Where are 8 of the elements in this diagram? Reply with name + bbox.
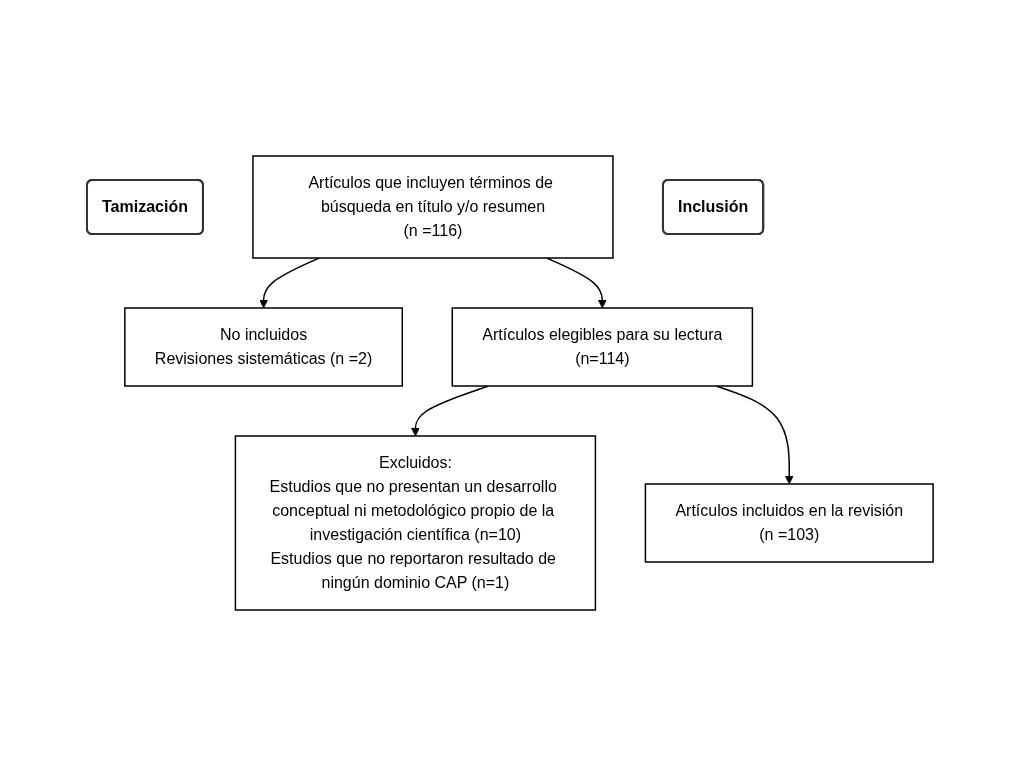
node-box: Excluidos: Estudios que no presentan un desarrollo conceptual ni metodológico propio de la investigación científica (n=10) Estudios que no reportaron resultado de ningún dominio CAP (n=1) xyxy=(235,434,597,611)
node-box: Artículos incluidos en la revisión (n =103) xyxy=(645,482,935,563)
arrow xyxy=(259,256,321,308)
node-box: Artículos que incluyen términos de búsqueda en título y/o resumen (n =116) xyxy=(252,154,615,259)
arrow xyxy=(715,384,795,484)
node-box: No incluidos Revisiones sistemáticas (n =2) xyxy=(124,306,404,387)
arrow xyxy=(546,256,608,308)
node-box: Artículos elegibles para su lectura (n=114) xyxy=(452,306,754,387)
